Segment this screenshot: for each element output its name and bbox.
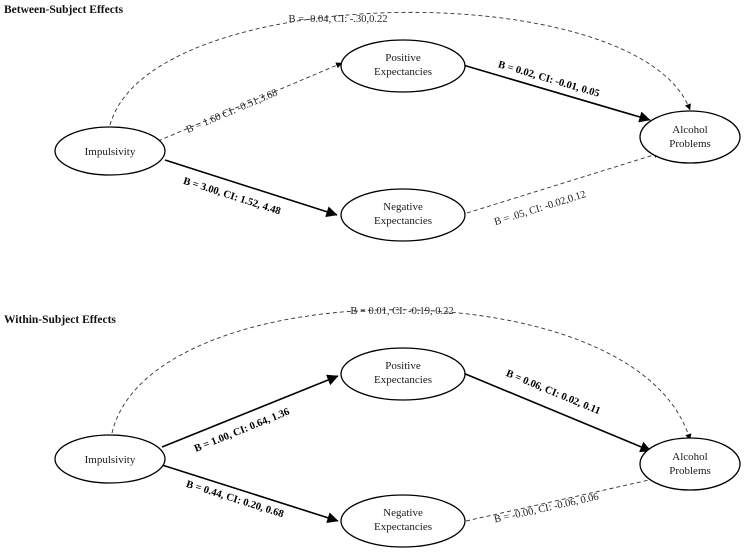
node-label-expectancies: Expectancies — [374, 215, 432, 227]
edge-impulsivity-positive-within — [161, 374, 339, 448]
edge-direct-within — [111, 309, 692, 441]
path-label-impulsivity-positive-within: B = 1.00, CI: 0.64, 1.36 — [193, 407, 291, 455]
node-impulsivity-between: Impulsivity — [54, 126, 166, 176]
edge-impulsivity-negative-between — [164, 159, 338, 218]
node-label-alcohol: Alcohol — [672, 451, 707, 463]
edge-positive-alcohol-within — [462, 372, 652, 453]
node-label-impulsivity: Impulsivity — [85, 146, 136, 158]
section-title-between: Between-Subject Effects — [4, 4, 124, 16]
node-impulsivity-within: Impulsivity — [54, 434, 166, 484]
path-label-negative-alcohol-between: B = .05, CI: -0.02,0.12 — [493, 189, 587, 228]
path-label-impulsivity-positive-between: B = 1.60 CI: -0.51,3.68 — [185, 87, 280, 135]
node-label-expectancies: Expectancies — [374, 521, 432, 533]
node-label-alcohol: Alcohol — [672, 124, 707, 136]
edge-positive-alcohol-between — [462, 64, 651, 123]
node-label-problems: Problems — [669, 465, 711, 477]
node-negative-expectancies-between: Negative Expectancies — [340, 188, 466, 242]
edge-impulsivity-positive-between — [157, 62, 343, 142]
node-positive-expectancies-within: Positive Expectancies — [340, 347, 466, 401]
node-label-negative: Negative — [383, 201, 423, 213]
edge-negative-alcohol-within — [465, 476, 659, 522]
node-label-impulsivity: Impulsivity — [85, 454, 136, 466]
node-alcohol-problems-within: Alcohol Problems — [639, 437, 741, 491]
node-alcohol-problems-between: Alcohol Problems — [639, 110, 741, 164]
path-label-direct-between: B = -0.04, CI: -.30,0.22 — [289, 14, 388, 25]
within-subject-section: Within-Subject Effects Impulsivity Posit… — [4, 306, 741, 548]
node-label-positive: Positive — [385, 52, 421, 64]
node-negative-expectancies-within: Negative Expectancies — [340, 494, 466, 548]
node-label-positive: Positive — [385, 360, 421, 372]
path-label-negative-alcohol-within: B = -0.00, CI: -0.06, 0.06 — [493, 492, 600, 526]
node-label-problems: Problems — [669, 138, 711, 150]
between-subject-section: Between-Subject Effects Impulsivity Posi… — [4, 4, 741, 242]
path-label-direct-within: B = 0.01, CI: -0.19, 0.22 — [350, 306, 453, 317]
node-positive-expectancies-between: Positive Expectancies — [340, 39, 466, 93]
section-title-within: Within-Subject Effects — [4, 314, 116, 326]
node-label-expectancies: Expectancies — [374, 66, 432, 78]
edge-direct-between — [109, 11, 691, 126]
node-label-expectancies: Expectancies — [374, 374, 432, 386]
edge-impulsivity-negative-within — [161, 464, 339, 524]
edge-negative-alcohol-between — [466, 151, 661, 214]
node-label-negative: Negative — [383, 507, 423, 519]
